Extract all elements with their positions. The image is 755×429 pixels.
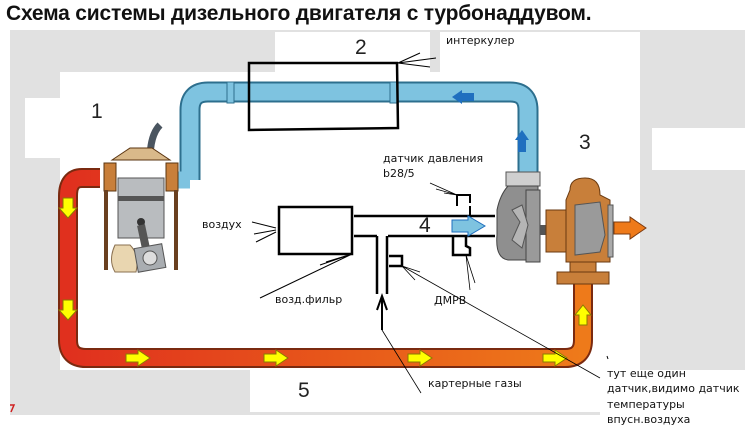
air-label: воздух bbox=[202, 218, 242, 231]
flow-arrow-right-4 bbox=[542, 349, 568, 367]
engine-number: 1 bbox=[91, 100, 103, 123]
flow-arrow-right-2 bbox=[263, 349, 289, 367]
engine-icon bbox=[103, 122, 179, 273]
flow-arrow-right-1 bbox=[125, 349, 151, 367]
air-filter-label: возд.фильр bbox=[275, 293, 343, 306]
note-pointer-dot bbox=[606, 355, 609, 360]
exhaust-flow-arrows bbox=[57, 197, 593, 367]
intercooler-number: 2 bbox=[355, 36, 367, 59]
air-filter-box bbox=[251, 205, 354, 299]
note-line-2: датчик,видимо датчик bbox=[607, 382, 740, 395]
intake-flow-arrow-right bbox=[451, 215, 486, 237]
red-mark bbox=[10, 404, 16, 413]
pointer-lines bbox=[381, 182, 601, 394]
flow-arrow-down-2 bbox=[57, 299, 79, 321]
exhaust-outlet-arrow bbox=[613, 216, 647, 240]
dmrb-label: ДМРВ bbox=[434, 294, 467, 307]
flow-arrow-right-3 bbox=[407, 349, 433, 367]
pressure-sensor-label: датчик давления bbox=[383, 152, 484, 165]
turbocharger-icon bbox=[496, 171, 614, 285]
intake-flow-arrow-left bbox=[452, 90, 474, 104]
intake-duct-number: 4 bbox=[419, 214, 431, 237]
page-title: Схема системы дизельного двигателя с тур… bbox=[6, 2, 592, 25]
note-line-1: тут еще один bbox=[607, 367, 686, 380]
note-line-3: температуры bbox=[607, 398, 685, 411]
intake-duct bbox=[354, 194, 495, 294]
exhaust-number: 5 bbox=[298, 379, 310, 402]
note-line-4: впусн.воздуха bbox=[607, 413, 691, 426]
flow-arrow-down-1 bbox=[57, 197, 79, 219]
intercooler-box bbox=[247, 52, 437, 132]
turbocharger-number: 3 bbox=[579, 131, 591, 154]
crankcase-arrow bbox=[376, 293, 388, 330]
exhaust-pipe bbox=[58, 168, 593, 368]
crankcase-gases-label: картерные газы bbox=[428, 377, 522, 390]
flow-arrow-up bbox=[573, 304, 593, 326]
intercooler-label: интеркулер bbox=[446, 34, 515, 47]
intake-flow-arrow-up bbox=[515, 130, 529, 152]
pressure-sensor-code: b28/5 bbox=[383, 167, 415, 180]
